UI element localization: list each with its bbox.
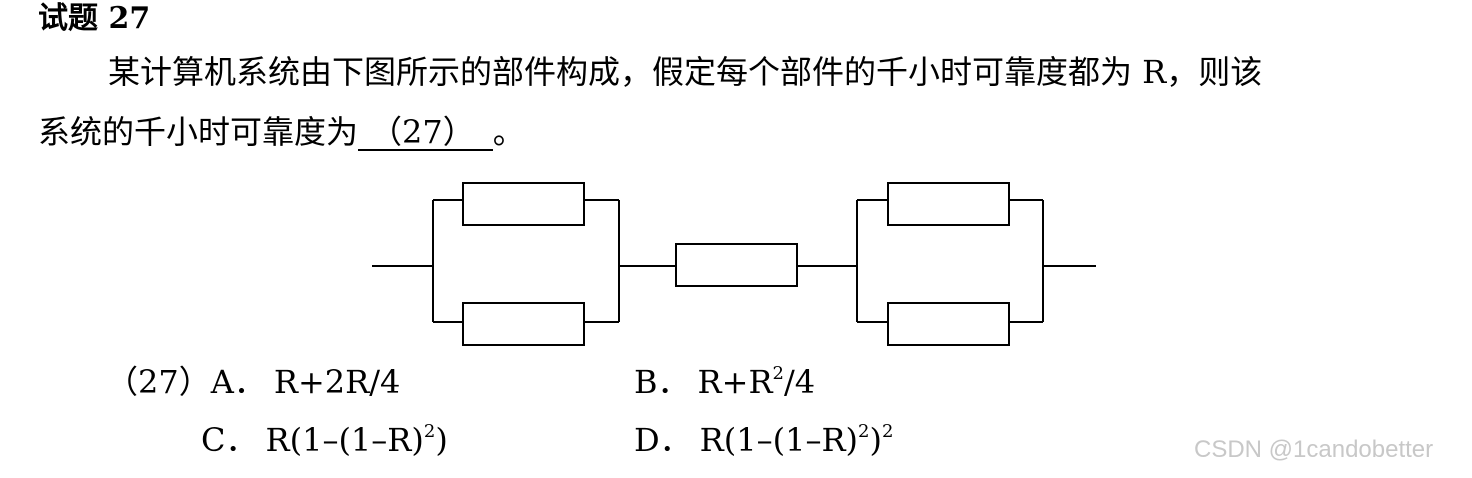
option-b-text-2: /4 <box>783 363 816 401</box>
left-top-component <box>462 182 585 226</box>
question-stem-line2: 系统的千小时可靠度为（27）。 <box>38 112 525 152</box>
option-c-text-2: ) <box>435 421 448 459</box>
middle-component <box>675 243 798 287</box>
option-c-letter: C． <box>201 421 258 459</box>
answer-blank: （27） <box>358 115 493 151</box>
option-d: D．R(1–(1–R)2)2 <box>634 420 893 460</box>
option-d-text-1: R(1–(1–R) <box>699 421 859 459</box>
option-a-text: R+2R/4 <box>273 363 401 401</box>
question-stem-line1: 某计算机系统由下图所示的部件构成，假定每个部件的千小时可靠度都为 R，则该 <box>108 53 1263 91</box>
option-d-letter: D． <box>634 421 692 459</box>
option-c: C．R(1–(1–R)2) <box>201 420 448 460</box>
right-top-component <box>887 182 1010 226</box>
option-b: B．R+R2/4 <box>634 362 815 402</box>
question-title: 试题 27 <box>38 1 151 36</box>
option-c-sup: 2 <box>423 421 436 442</box>
stem-line2-text: 系统的千小时可靠度为 <box>38 113 359 151</box>
option-b-sup: 2 <box>772 363 784 384</box>
question-number: （27） <box>106 363 211 401</box>
option-a: （27）A．R+2R/4 <box>106 362 400 402</box>
option-d-text-2: ) <box>869 421 882 459</box>
option-b-text-1: R+R <box>697 363 773 401</box>
option-d-sup-1: 2 <box>858 421 870 442</box>
option-d-sup-2: 2 <box>881 421 894 442</box>
right-bottom-component <box>887 302 1010 346</box>
stem-line2-period: 。 <box>492 113 525 151</box>
option-a-letter: A． <box>210 363 266 401</box>
option-b-letter: B． <box>634 363 690 401</box>
left-bottom-component <box>462 302 585 346</box>
option-c-text-1: R(1–(1–R) <box>265 421 424 459</box>
csdn-watermark: CSDN @1candobetter <box>1194 436 1434 463</box>
